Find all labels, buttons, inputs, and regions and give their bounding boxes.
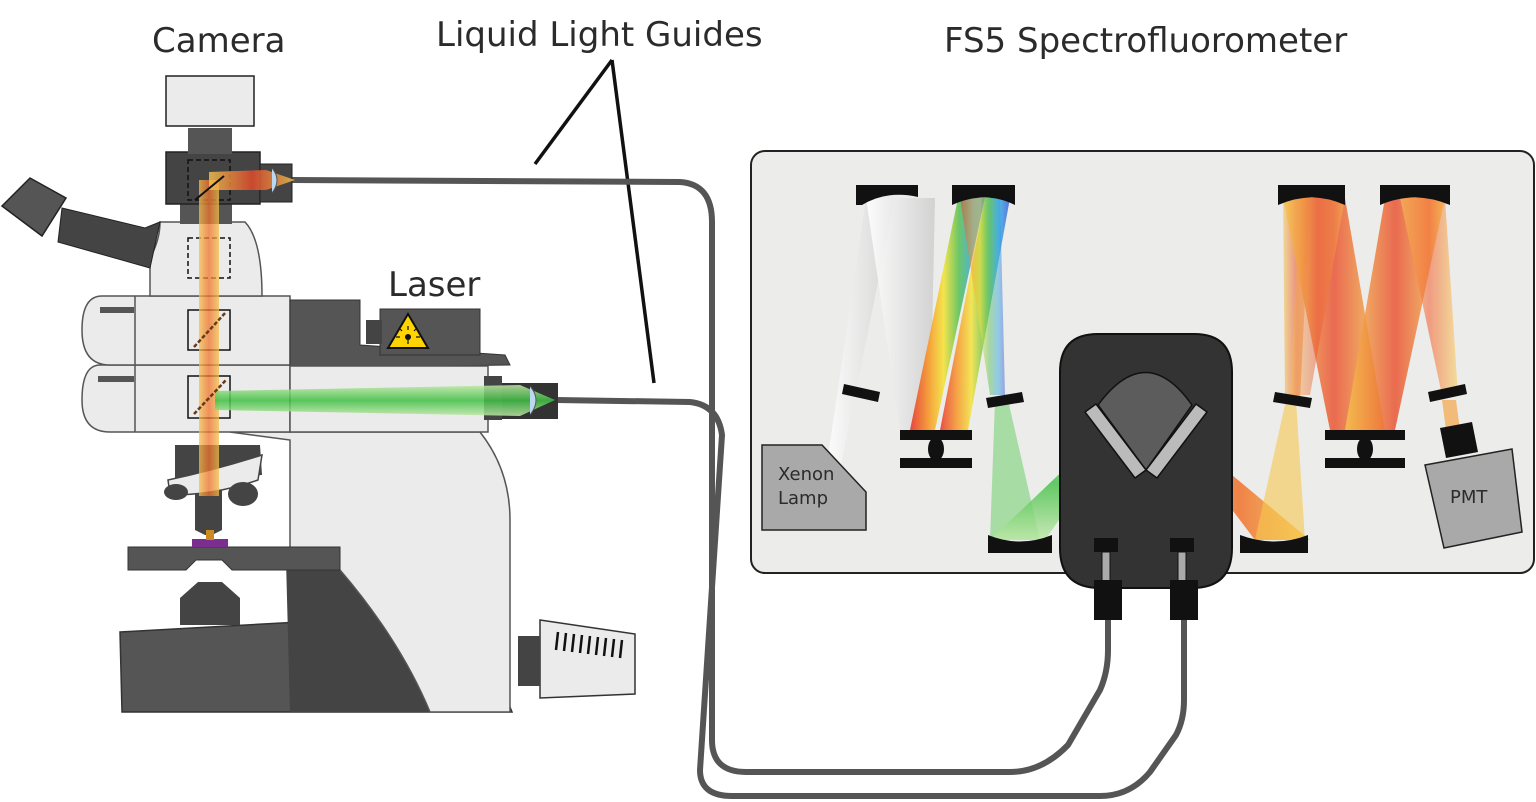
camera-label: Camera — [152, 21, 285, 61]
liquid-light-guide-cables — [289, 177, 1187, 799]
laser-light-guide — [553, 397, 1187, 799]
laser-excitation-beam — [215, 385, 555, 416]
mirror-2 — [952, 185, 1015, 205]
mirror-1 — [856, 185, 918, 205]
fs5-mirrors — [856, 185, 1450, 553]
xenon-lamp-label-2: Lamp — [778, 488, 828, 509]
gratings — [900, 430, 1405, 468]
mirror-4 — [1380, 185, 1450, 205]
light-guide-pointers — [533, 58, 656, 384]
slits — [842, 384, 1467, 408]
pmt-label: PMT — [1450, 487, 1488, 508]
vertical-emission-beam — [199, 180, 219, 496]
emission-dispersion — [1283, 198, 1460, 430]
mirror-3 — [1278, 185, 1345, 205]
xenon-lamp-label-1: Xenon — [778, 464, 834, 485]
stage — [127, 546, 341, 571]
xenon-lamp: Xenon Lamp — [761, 444, 867, 531]
objective — [195, 490, 222, 535]
light-guides-label: Liquid Light Guides — [436, 15, 763, 55]
excitation-dispersion — [910, 198, 1010, 430]
sample-slide — [192, 539, 228, 547]
laser-warning-icon — [386, 312, 430, 349]
sample-chamber — [1059, 333, 1233, 620]
illuminator — [539, 619, 636, 699]
lamp-beams — [826, 198, 935, 470]
eyepiece-tube — [57, 207, 161, 269]
illuminator-vents — [554, 631, 624, 659]
camera — [165, 75, 255, 127]
camera-light-guide — [289, 177, 1111, 775]
laser-label: Laser — [388, 265, 480, 305]
microscope-beams — [193, 167, 555, 496]
mirror-6 — [1240, 535, 1308, 553]
eyepiece — [0, 177, 68, 238]
fs5-label: FS5 Spectrofluorometer — [944, 21, 1347, 61]
microscope-body — [229, 431, 511, 713]
mirror-5 — [988, 535, 1052, 553]
pmt-detector: PMT — [1424, 422, 1523, 549]
